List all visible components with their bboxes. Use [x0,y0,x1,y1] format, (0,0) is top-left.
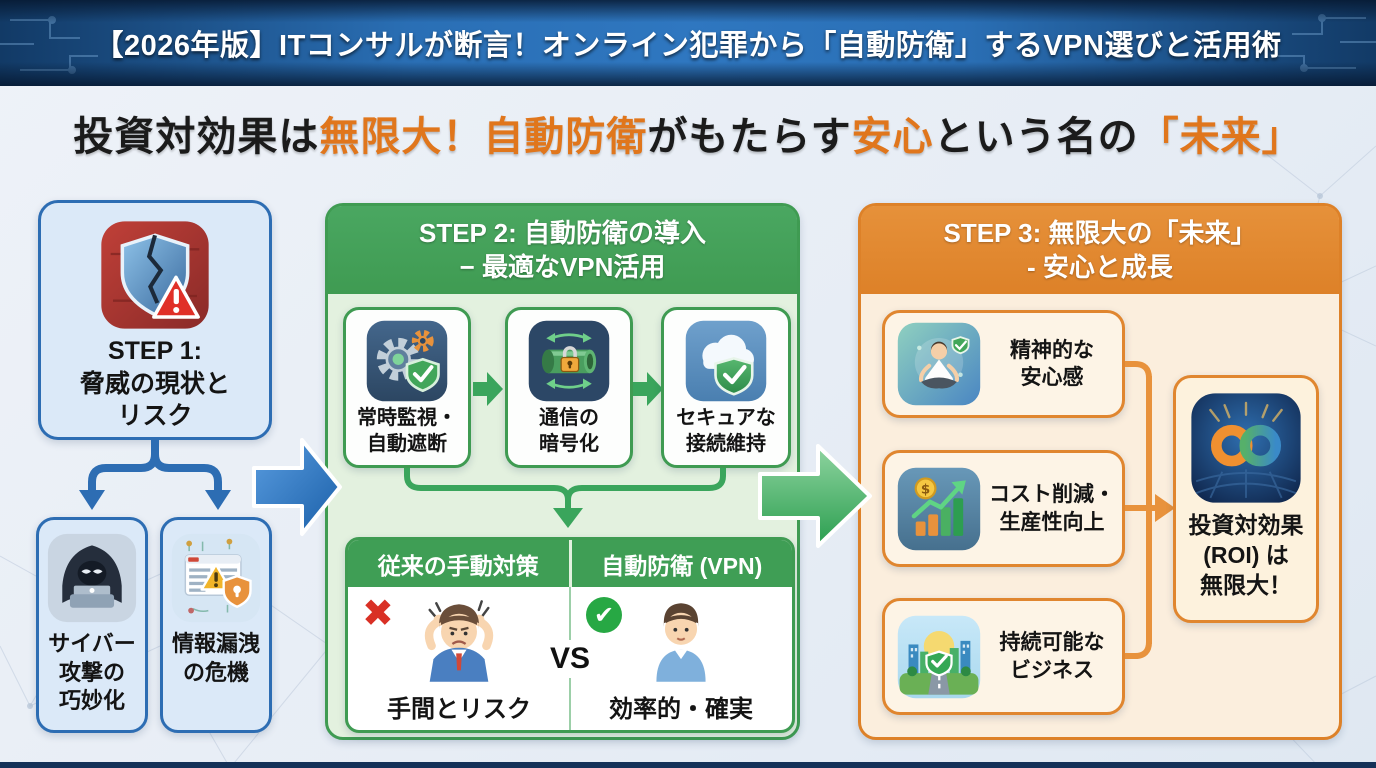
feature-box-secure-connection: セキュアな 接続維持 [661,307,791,468]
threat-box-cyber-attack: サイバー 攻撃の 巧妙化 [36,517,148,733]
comparison-body: ✖ 手間とリスク [348,587,792,730]
infinity-icon [1191,393,1301,503]
benefits-to-roi-connector [1125,361,1175,659]
comparison-table: 従来の手動対策 自動防衛 (VPN) ✖ [345,537,795,733]
stressed-person-icon [424,600,494,682]
main-title-segment: 「未来」 [1138,115,1303,159]
sustainable-city-icon [897,615,981,698]
feature-label-monitoring: 常時監視・ 自動遮断 [357,407,457,455]
header-shade [0,0,1376,86]
check-mark-icon: ✔ [586,597,622,633]
comparison-cell-vpn: ✔ 効率的・確実 [570,587,792,730]
auto-block-icon [366,320,448,402]
threat-box-data-leak: 情報漏洩 の危機 [160,517,272,733]
step1-to-step2-arrow [252,438,342,536]
feature-label-secure-connection: セキュアな 接続維持 [676,407,776,455]
benefit-box-cost-productivity: $ コスト削減・ 生産性向上 [882,450,1125,567]
benefit-box-peace-of-mind: 精神的な 安心感 [882,310,1125,418]
comparison-header-row: 従来の手動対策 自動防衛 (VPN) [348,540,792,587]
feature-box-monitoring: 常時監視・ 自動遮断 [343,307,471,468]
main-title-segment: 安心 [851,115,934,159]
main-title-segment: という名の [933,115,1139,159]
step3-header: STEP 3: 無限大の「未来」 - 安心と成長 [861,206,1339,294]
roi-label: 投資対効果 (ROI) は 無限大！ [1188,512,1304,598]
benefit-label-sustainable-business: 持続可能な ビジネス [999,631,1105,682]
footer-bar [0,762,1376,768]
comparison-caption-vpn: 効率的・確実 [609,696,753,723]
secure-cloud-icon [685,320,767,402]
feature-arrow-icon [473,372,503,406]
threat-label-data-leak: 情報漏洩 の危機 [171,631,260,685]
main-title-segment: 投資対効果は [73,115,320,159]
comparison-header-gap [568,540,572,587]
step1-box: STEP 1: 脅威の現状と リスク [38,200,272,440]
benefit-label-peace-of-mind: 精神的な 安心感 [1010,338,1094,389]
step2-to-step3-arrow [758,444,872,548]
main-title: 投資対効果は無限大！自動防衛がもたらす安心という名の「未来」 [0,104,1376,162]
comparison-header-manual: 従来の手動対策 [348,540,569,587]
feature-arrow-icon [633,372,663,406]
header-band: 【2026年版】ITコンサルが断言！オンライン犯罪から「自動防衛」するVPN選び… [0,0,1376,86]
threat-label-cyber-attack: サイバー 攻撃の 巧妙化 [48,631,136,714]
main-title-segment: がもたらす [647,115,852,159]
features-to-comparison-connector [404,468,726,528]
benefit-label-cost-productivity: コスト削減・ 生産性向上 [989,483,1115,534]
vs-label: VS [545,640,595,678]
comparison-header-vpn: 自動防衛 (VPN) [571,540,792,587]
encryption-tunnel-icon [528,320,610,402]
svg-text:$: $ [921,482,930,497]
cost-productivity-icon: $ [897,467,981,550]
comparison-caption-manual: 手間とリスク [387,696,531,723]
hacker-icon [47,533,137,623]
feature-box-encryption: 通信の 暗号化 [505,307,633,468]
calm-person-icon [656,603,706,682]
step1-title: STEP 1: 脅威の現状と リスク [79,337,230,430]
feature-label-encryption: 通信の 暗号化 [539,407,599,455]
comparison-cell-manual: ✖ 手間とリスク [348,587,570,730]
step2-header: STEP 2: 自動防衛の導入 − 最適なVPN活用 [328,206,797,294]
broken-shield-icon [101,221,209,329]
cross-mark-icon: ✖ [362,593,394,635]
peace-of-mind-icon [897,322,981,406]
step1-branch-connector [79,440,231,510]
data-leak-icon [171,533,261,623]
benefit-box-sustainable-business: 持続可能な ビジネス [882,598,1125,715]
main-title-segment: 無限大！自動防衛 [319,115,648,159]
roi-box: 投資対効果 (ROI) は 無限大！ [1173,375,1319,623]
page-header-title: 【2026年版】ITコンサルが断言！オンライン犯罪から「自動防衛」するVPN選び… [94,30,1282,62]
